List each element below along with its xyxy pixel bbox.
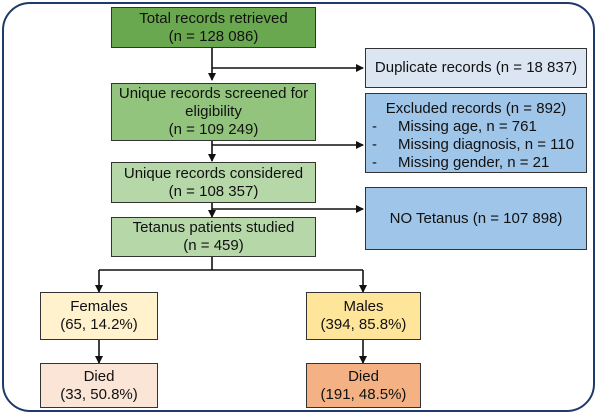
diagram-frame (2, 2, 595, 412)
died-males-label: Died (348, 367, 379, 385)
died-males-count: (191, 48.5%) (320, 385, 407, 403)
total-records-box: Total records retrieved (n = 128 086) (111, 7, 316, 48)
screened-records-label-2: eligibility (185, 103, 242, 120)
screened-records-count: (n = 109 249) (168, 121, 259, 138)
excluded-records-box: Excluded records (n = 892) - Missing age,… (365, 93, 587, 173)
males-box: Males (394, 85.8%) (306, 292, 421, 340)
total-records-count: (n = 128 086) (168, 27, 259, 45)
died-females-label: Died (83, 367, 115, 385)
duplicate-records-label: Duplicate records (n = 18 837) (374, 59, 578, 76)
duplicate-records-box: Duplicate records (n = 18 837) (365, 48, 587, 88)
tetanus-studied-box: Tetanus patients studied (n = 459) (111, 217, 316, 257)
died-females-count: (33, 50.8%) (60, 385, 138, 403)
bullet: - (372, 154, 377, 171)
females-count: (65, 14.2%) (60, 316, 138, 333)
died-males-box: Died (191, 48.5%) (306, 363, 421, 408)
excluded-records-title: Excluded records (n = 892) (385, 100, 567, 117)
excluded-item-diagnosis-text: Missing diagnosis, n = 110 (398, 136, 575, 153)
tetanus-studied-count: (n = 459) (183, 237, 244, 254)
total-records-label: Total records retrieved (139, 9, 288, 27)
no-tetanus-box: NO Tetanus (n = 107 898) (365, 187, 587, 250)
bullet: - (372, 118, 377, 135)
females-box: Females (65, 14.2%) (40, 292, 158, 340)
females-label: Females (70, 298, 128, 315)
considered-records-count: (n = 108 357) (168, 182, 259, 200)
died-females-box: Died (33, 50.8%) (40, 363, 158, 408)
excluded-item-gender: - Missing gender, n = 21 (372, 154, 549, 172)
no-tetanus-label: NO Tetanus (n = 107 898) (389, 209, 563, 227)
excluded-item-diagnosis: - Missing diagnosis, n = 110 (372, 136, 574, 154)
males-count: (394, 85.8%) (320, 316, 407, 333)
bullet: - (372, 136, 377, 153)
excluded-item-gender-text: Missing gender, n = 21 (398, 154, 550, 171)
considered-records-box: Unique records considered (n = 108 357) (111, 162, 316, 203)
screened-records-box: Unique records screened for eligibility … (111, 83, 316, 141)
screened-records-label-1: Unique records screened for (118, 85, 309, 102)
considered-records-label: Unique records considered (123, 164, 304, 182)
excluded-item-age-text: Missing age, n = 761 (398, 118, 537, 135)
tetanus-studied-label: Tetanus patients studied (132, 219, 295, 236)
excluded-item-age: - Missing age, n = 761 (372, 118, 537, 136)
males-label: Males (343, 298, 384, 315)
